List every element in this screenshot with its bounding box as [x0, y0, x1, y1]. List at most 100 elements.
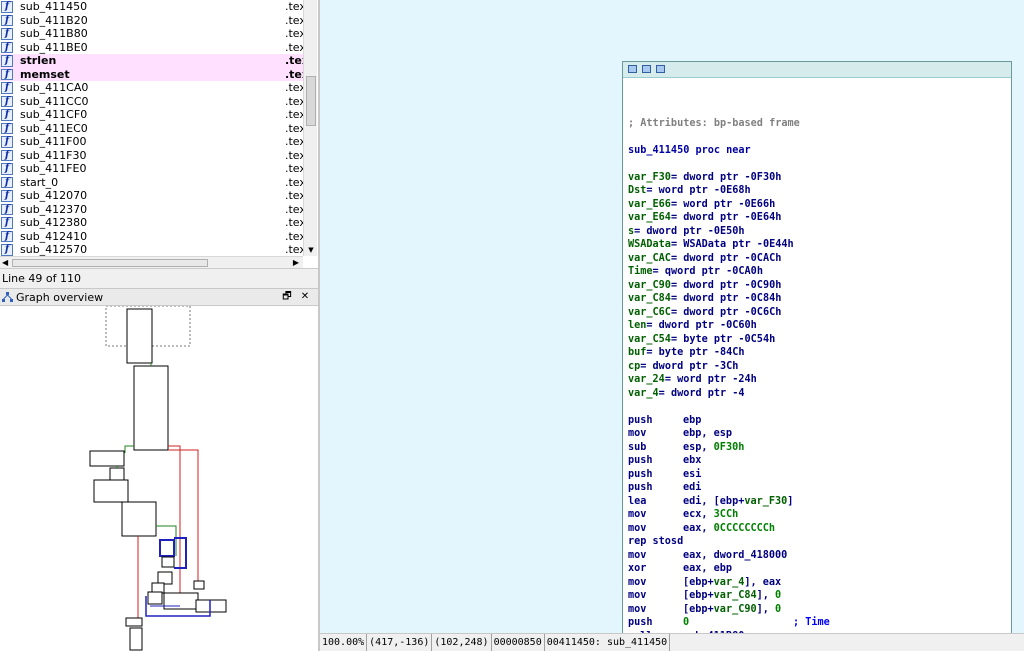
disassembly-line[interactable]: var_C84= dword ptr -0C84h [628, 292, 830, 306]
disassembly-line[interactable]: cp= dword ptr -3Ch [628, 360, 830, 374]
asm-mnemonic: push [628, 482, 653, 493]
close-icon[interactable]: ✕ [300, 291, 310, 302]
disassembly-line[interactable] [628, 130, 830, 144]
asm-stack-var-def: = word ptr -0E66h [670, 198, 776, 210]
function-f-icon: f [1, 28, 13, 40]
restore-window-icon[interactable]: 🗗 [282, 291, 292, 302]
scrollbar-thumb[interactable] [306, 76, 316, 126]
asm-stack-var-name: s [628, 225, 635, 237]
asm-stack-var-def: = dword ptr -4 [658, 387, 745, 399]
disassembly-line[interactable]: ; Attributes: bp-based frame [628, 117, 830, 131]
graph-node-sub-411450[interactable]: ; Attributes: bp-based frame sub_411450 p… [622, 61, 1012, 642]
node-group-icon[interactable] [642, 65, 651, 73]
disassembly-line[interactable]: var_C90= dword ptr -0C90h [628, 279, 830, 293]
asm-stack-var-name: var_24 [628, 374, 665, 385]
disassembly-line[interactable]: var_C54= byte ptr -0C54h [628, 333, 830, 347]
disassembly-line[interactable]: WSAData= WSAData ptr -0E44h [628, 238, 830, 252]
function-segment: .tex [285, 243, 303, 256]
asm-stack-var-name: var_C84 [628, 293, 671, 304]
disassembly-line[interactable]: var_CAC= dword ptr -0CACh [628, 252, 830, 266]
disassembly-listing[interactable]: ; Attributes: bp-based frame sub_411450 p… [628, 103, 830, 643]
disassembly-line[interactable]: var_24= word ptr -24h [628, 373, 830, 387]
graph-overview-titlebar: Graph overview 🗗 ✕ [0, 288, 318, 306]
function-segment: .tex [285, 40, 303, 54]
disassembly-line[interactable]: var_C6C= dword ptr -0C6Ch [628, 306, 830, 320]
disassembly-line[interactable]: rep stosd [628, 535, 830, 549]
functions-horizontal-scrollbar[interactable]: ◀ ▶ [0, 256, 303, 268]
disassembly-line[interactable]: Time= qword ptr -0CA0h [628, 265, 830, 279]
node-color-icon[interactable] [628, 65, 637, 73]
disassembly-line[interactable]: s= dword ptr -0E50h [628, 225, 830, 239]
disassembly-line[interactable]: mov[ebp+var_4], eax [628, 576, 830, 590]
asm-operand: ecx, [683, 509, 714, 520]
scrollbar-thumb[interactable] [12, 259, 208, 267]
functions-vertical-scrollbar[interactable]: ▼ [303, 0, 317, 256]
status-field: (102,248) [432, 634, 492, 651]
graph-overview-canvas[interactable] [0, 305, 318, 651]
function-segment: .tex [285, 202, 303, 216]
asm-stack-var-def: = qword ptr -0CA0h [652, 266, 763, 277]
disassembly-line[interactable] [628, 157, 830, 171]
function-segment: .tex [285, 175, 303, 189]
panel-splitter[interactable] [318, 0, 320, 651]
disassembly-line[interactable]: Dst= word ptr -0E68h [628, 184, 830, 198]
disassembly-line[interactable] [628, 400, 830, 414]
function-segment: .tex [285, 27, 303, 40]
asm-stack-var-def: = WSAData ptr -0E44h [670, 239, 794, 250]
disassembly-line[interactable] [628, 103, 830, 117]
asm-stack-var-name: len [628, 320, 647, 331]
function-name: sub_412370 [20, 202, 88, 216]
disassembly-line[interactable]: var_F30= dword ptr -0F30h [628, 171, 830, 185]
ida-graph-view[interactable]: ; Attributes: bp-based frame sub_411450 p… [320, 0, 1024, 642]
function-name: memset [20, 67, 70, 81]
asm-stack-var-name: var_F30 [628, 171, 671, 183]
disassembly-line[interactable]: sub_411450 proc near [628, 144, 830, 158]
disassembly-line[interactable]: buf= byte ptr -84Ch [628, 346, 830, 360]
node-text-icon[interactable] [656, 65, 665, 73]
graph-overview-minimap[interactable] [0, 305, 318, 651]
disassembly-line[interactable]: var_E66= word ptr -0E66h [628, 198, 830, 212]
disassembly-line[interactable]: mov[ebp+var_C84], 0 [628, 589, 830, 603]
disassembly-line[interactable]: var_E64= dword ptr -0E64h [628, 211, 830, 225]
function-f-icon: f [1, 55, 13, 67]
scroll-down-arrow-icon[interactable]: ▼ [308, 246, 314, 254]
disassembly-line[interactable]: len= dword ptr -0C60h [628, 319, 830, 333]
disassembly-line[interactable]: var_4= dword ptr -4 [628, 387, 830, 401]
scroll-left-arrow-icon[interactable]: ◀ [2, 258, 9, 267]
disassembly-line[interactable]: mov[ebp+var_C90], 0 [628, 603, 830, 617]
scroll-right-arrow-icon[interactable]: ▶ [292, 258, 299, 267]
asm-mnemonic: mov [628, 509, 647, 520]
